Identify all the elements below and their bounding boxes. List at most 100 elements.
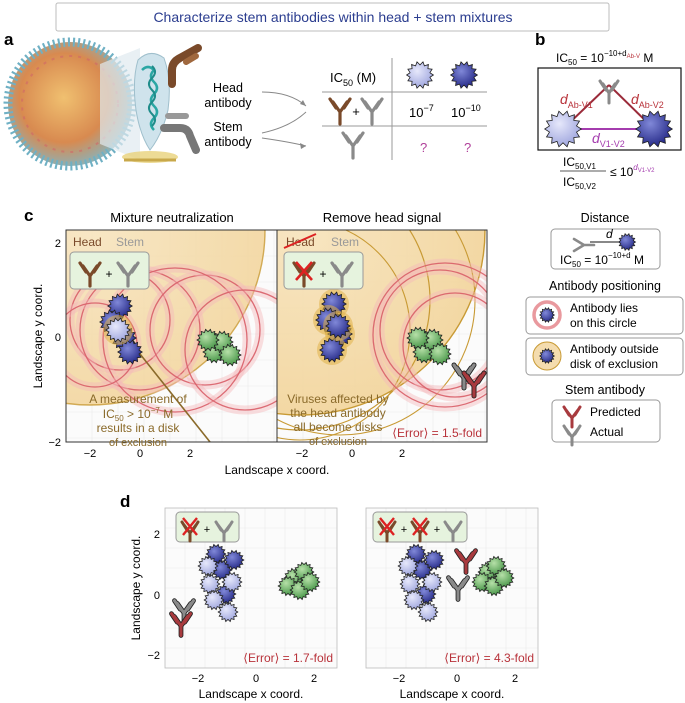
svg-text:the head antibody: the head antibody	[290, 406, 385, 420]
actual-stem-antibody	[446, 575, 470, 602]
panel-label-a: a	[4, 30, 14, 49]
d-ab-v1-label: dAb-V1	[560, 91, 593, 110]
virus-sphere-illustration	[3, 37, 140, 171]
legend-virus-icon	[538, 348, 556, 364]
panel-c-right-title: Remove head signal	[323, 210, 442, 225]
panel-c-x-tick: 0	[349, 448, 355, 460]
panel-label-c: c	[24, 206, 33, 225]
panel-c-y-tick: 2	[55, 238, 61, 250]
formula-ic50: IC50 = 10−10+dAb-V M	[556, 49, 653, 67]
head-antibody-illustration	[168, 44, 202, 88]
panel-c-x-tick: −2	[84, 448, 97, 460]
virus-v1-icon	[543, 110, 583, 148]
panel-c-x-tick: −2	[296, 448, 309, 460]
svg-text:+: +	[401, 524, 407, 536]
virus-icon	[399, 573, 421, 595]
mixture-legend-left: +	[69, 251, 150, 290]
panel-c-x-tick: 0	[137, 448, 143, 460]
panel-c-left-note: A measurement of IC50 > 10−7 M results i…	[89, 392, 187, 449]
stem-antibody-icon	[360, 97, 384, 126]
table-row-head-stem: + 10−7 10−10	[328, 97, 481, 126]
panel-d-right-error: ⟨Error⟩ = 4.3-fold	[444, 651, 534, 665]
legend-virus-icon	[538, 307, 556, 323]
panel-c-stem-label: Stem	[116, 235, 144, 249]
panel-d-left-error: ⟨Error⟩ = 1.7-fold	[243, 651, 333, 665]
actual-antibody-icon	[562, 424, 582, 447]
predicted-stem-antibody	[169, 611, 193, 638]
svg-text:+: +	[105, 267, 112, 281]
legend-virus-icon	[538, 307, 556, 323]
hemagglutinin-illustration	[122, 53, 178, 163]
panel-d-x-axis-label-right: Landscape x coord.	[400, 687, 505, 701]
virus-v2-icon	[449, 61, 479, 89]
panel-d-y-tick: −2	[147, 650, 160, 662]
d-right-mixture-legend: + +	[372, 511, 468, 543]
panel-d-y-axis-label: Landscape y coord.	[129, 536, 143, 641]
panel-d-x-tick: 0	[454, 673, 460, 685]
virus-icon	[317, 335, 347, 365]
legend-circle-item-2: on this circle	[570, 316, 637, 330]
svg-text:IC50,V1: IC50,V1	[563, 155, 596, 171]
svg-text:of exclusion: of exclusion	[109, 437, 167, 449]
d-ab-v2-label: dAb-V2	[631, 91, 664, 110]
mixture-legend-right: +	[283, 251, 364, 290]
row2-v2-value: ?	[464, 140, 471, 155]
virus-icon	[196, 328, 220, 352]
actual-stem-antibody	[451, 362, 477, 391]
legend-circle-box	[525, 296, 684, 335]
virus-icon	[117, 339, 143, 365]
panel-c-x-tick: 2	[399, 448, 405, 460]
ic50-header: IC50 (M)	[330, 70, 376, 88]
virus-icon	[406, 326, 430, 350]
panel-c-error-text: ⟨Error⟩ = 1.5-fold	[392, 426, 482, 440]
panel-label-d: d	[120, 492, 130, 511]
virus-icon	[423, 549, 445, 571]
legend-ic50-formula: IC50 = 10−10+d M	[560, 251, 644, 269]
legend-virus-icon	[617, 232, 637, 252]
legend-distance-title: Distance	[581, 211, 630, 225]
banner-title: Characterize stem antibodies within head…	[153, 9, 512, 25]
svg-text:+: +	[434, 524, 440, 536]
mixture-arrows	[261, 91, 307, 149]
virus-icon	[299, 571, 321, 593]
d-v1-v2-label: dV1-V2	[592, 130, 625, 149]
antibody-icon	[598, 79, 620, 105]
virus-icon	[223, 549, 245, 571]
stem-antibody-illustration	[160, 113, 200, 154]
table-plus: +	[352, 104, 360, 119]
virus-icon	[217, 601, 239, 623]
head-antibody-label-1: Head	[213, 81, 243, 95]
svg-text:IC50,V2: IC50,V2	[563, 175, 596, 191]
row1-v1-value: 10−7	[409, 103, 434, 120]
panel-d-left-plot	[165, 508, 337, 668]
panel-d-x-tick: −2	[192, 673, 205, 685]
virus-icon	[428, 342, 452, 366]
legend-antibody-icon	[572, 237, 596, 253]
panel-d-x-axis-label-left: Landscape x coord.	[199, 687, 304, 701]
virus-icon	[203, 589, 225, 611]
panel-c-head-label: Head	[73, 235, 102, 249]
legend-disk-item-2: disk of exclusion	[570, 357, 658, 371]
predicted-antibody-icon	[562, 405, 582, 429]
panel-d-x-tick: 0	[253, 673, 259, 685]
virus-icon	[218, 343, 242, 367]
svg-text:Viruses affected by: Viruses affected by	[287, 392, 389, 406]
virus-v2-icon	[449, 61, 479, 89]
legend-stem-title: Stem antibody	[565, 383, 646, 397]
panel-c-x-axis-label: Landscape x coord.	[225, 463, 330, 477]
panel-c-y-tick: −2	[48, 437, 61, 449]
head-antibody-label-2: antibody	[204, 96, 252, 110]
virus-icon	[493, 567, 515, 589]
banner: Characterize stem antibodies within head…	[55, 2, 610, 32]
panel-c-left-title: Mixture neutralization	[110, 210, 234, 225]
virus-icon	[417, 601, 439, 623]
panel-label-b: b	[535, 30, 545, 49]
virus-icon	[103, 315, 133, 345]
legend-disk-box	[525, 337, 684, 376]
panel-c-stem-label-right: Stem	[331, 235, 359, 249]
svg-text:+: +	[204, 524, 210, 536]
svg-text:all become disks: all become disks	[294, 420, 383, 434]
svg-text:A measurement of: A measurement of	[89, 392, 187, 406]
